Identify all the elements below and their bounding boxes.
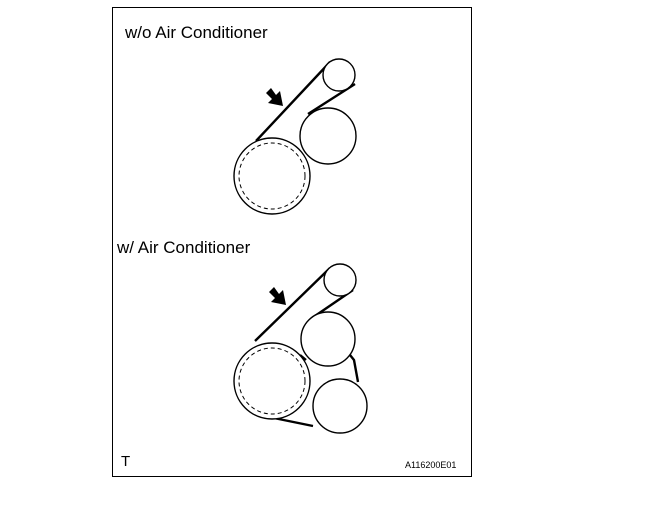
corner-mark: T <box>121 453 131 470</box>
belt-diagram-with-ac <box>233 263 368 434</box>
title-with-air-conditioner: w/ Air Conditioner <box>117 238 251 257</box>
idler-pulley <box>322 58 356 92</box>
compressor-pulley <box>312 378 368 434</box>
idler-pulley <box>323 263 357 297</box>
title-without-air-conditioner: w/o Air Conditioner <box>125 23 268 42</box>
crankshaft-pulley <box>233 137 311 215</box>
alternator-pulley <box>299 107 357 165</box>
crankshaft-pulley-inner <box>238 142 306 210</box>
arrow-icon <box>269 287 286 305</box>
diagram-frame <box>112 7 472 477</box>
figure-id: A116200E01 <box>405 460 457 470</box>
crankshaft-pulley-inner <box>238 347 306 415</box>
drive-belt <box>254 267 360 428</box>
arrow-icon <box>266 88 283 106</box>
alternator-pulley <box>300 311 356 367</box>
belt-diagram-without-ac <box>233 58 357 215</box>
crankshaft-pulley <box>233 342 311 420</box>
